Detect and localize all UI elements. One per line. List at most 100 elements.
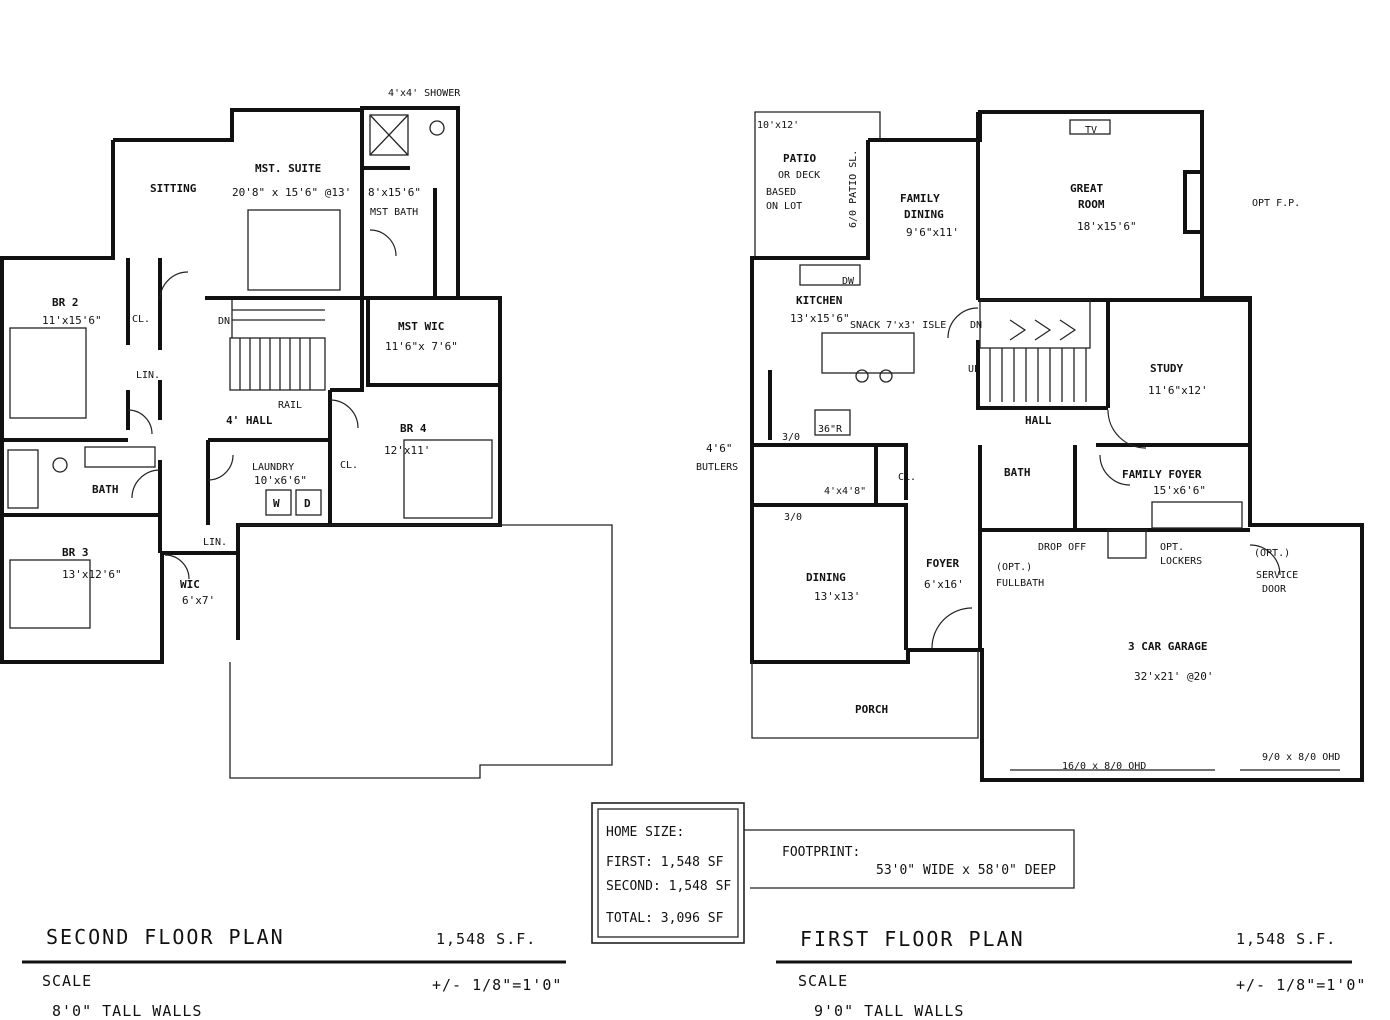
second-floor-walls-note: 8'0" TALL WALLS bbox=[52, 1002, 202, 1020]
garage-door-label: 9/0 x 8/0 OHD bbox=[1262, 752, 1340, 763]
patio-sub-label: OR DECK bbox=[778, 170, 820, 181]
down-label: DN bbox=[218, 316, 230, 327]
door-swing bbox=[127, 409, 153, 435]
drop-off-label: DROP OFF bbox=[1038, 542, 1086, 553]
family-foyer-label: FAMILY FOYER bbox=[1122, 468, 1202, 481]
dryer-label: D bbox=[304, 497, 311, 510]
footprint-label: FOOTPRINT: bbox=[782, 845, 860, 860]
bath-label: BATH bbox=[1004, 466, 1031, 479]
br3-bed bbox=[9, 559, 91, 629]
door-swing bbox=[329, 399, 359, 429]
first-floor-area: 1,548 S.F. bbox=[1236, 930, 1336, 948]
shower bbox=[369, 114, 409, 156]
br4-label: BR 4 bbox=[400, 422, 427, 435]
first-floor-exterior-wall bbox=[750, 110, 1364, 782]
drop-off-steps bbox=[1107, 529, 1147, 559]
snack-island bbox=[821, 332, 915, 374]
dining-dim: 13'x13' bbox=[814, 590, 860, 603]
home-size-total: TOTAL: 3,096 SF bbox=[606, 911, 724, 926]
sitting-label: SITTING bbox=[150, 182, 197, 195]
opt-lockers-label: OPT. bbox=[1160, 542, 1184, 553]
home-size-second: SECOND: 1,548 SF bbox=[606, 879, 731, 894]
shower-label: 4'x4' SHOWER bbox=[388, 88, 461, 99]
first-floor-outline-below bbox=[229, 524, 613, 779]
toilet bbox=[52, 457, 68, 473]
br2-label: BR 2 bbox=[52, 296, 79, 309]
up-label: UP bbox=[968, 364, 980, 375]
mst-bath-dim: 8'x15'6" bbox=[368, 186, 421, 199]
butlers-width: 4'6" bbox=[706, 442, 733, 455]
pantry-dim: 4'x4'8" bbox=[824, 486, 866, 497]
rail-label: RAIL bbox=[278, 400, 302, 411]
br3-dim: 13'x12'6" bbox=[62, 568, 122, 581]
garage-door-label: 16/0 x 8/0 OHD bbox=[1062, 761, 1146, 772]
bathtub bbox=[7, 449, 39, 509]
patio-outline bbox=[754, 111, 881, 258]
dryer bbox=[295, 489, 322, 516]
study-dim: 11'6"x12' bbox=[1148, 384, 1208, 397]
first-floor-stair bbox=[979, 299, 1091, 349]
butlers-label: BUTLERS bbox=[696, 462, 738, 473]
first-floor-walls-note: 9'0" TALL WALLS bbox=[814, 1002, 964, 1020]
service-door-label: SERVICE bbox=[1256, 570, 1298, 581]
door-swing bbox=[931, 607, 973, 649]
door-swing bbox=[1249, 544, 1281, 576]
porch-outline bbox=[751, 650, 979, 739]
linen-label: LIN. bbox=[203, 537, 227, 548]
first-floor-interior-wall bbox=[752, 443, 908, 500]
toilet bbox=[429, 120, 445, 136]
fireplace-label: OPT F.P. bbox=[1252, 198, 1300, 209]
hall-label: HALL bbox=[1025, 414, 1052, 427]
br2-dim: 11'x15'6" bbox=[42, 314, 102, 327]
laundry-label: LAUNDRY bbox=[252, 462, 294, 473]
stair-treads bbox=[989, 348, 1087, 402]
mst-suite-label: MST. SUITE bbox=[255, 162, 321, 175]
home-size-first: FIRST: 1,548 SF bbox=[606, 855, 724, 870]
second-floor-stair bbox=[229, 337, 326, 391]
first-floor-interior-wall bbox=[976, 340, 1108, 410]
range bbox=[814, 409, 851, 436]
lockers bbox=[1151, 501, 1243, 529]
door-size-label: 3/0 bbox=[782, 432, 800, 443]
snack-label: SNACK 7'x3' ISLE bbox=[850, 320, 946, 331]
first-floor-interior-wall bbox=[752, 503, 908, 650]
br2-closet-label: CL. bbox=[132, 314, 150, 325]
hall-label: 4' HALL bbox=[226, 414, 273, 427]
first-floor-plan: 10'x12' PATIO OR DECK BASED ON LOT 6/0 P… bbox=[696, 110, 1364, 782]
door-swing bbox=[159, 271, 189, 301]
opt-lockers-label-2: LOCKERS bbox=[1160, 556, 1202, 567]
second-floor-scale-label: SCALE bbox=[42, 972, 92, 990]
family-foyer-dim: 15'x6'6" bbox=[1153, 484, 1206, 497]
second-floor-title: SECOND FLOOR PLAN bbox=[46, 925, 285, 949]
mst-suite-dim: 20'8" x 15'6" @13' bbox=[232, 186, 351, 199]
kitchen-dim: 13'x15'6" bbox=[790, 312, 850, 325]
door-swing bbox=[131, 469, 161, 499]
opt-fullbath-label-2: FULLBATH bbox=[996, 578, 1044, 589]
bath-label: BATH bbox=[92, 483, 119, 496]
first-floor-title-block: FIRST FLOOR PLAN 1,548 S.F. SCALE +/- 1/… bbox=[776, 927, 1365, 1020]
great-room-label-2: ROOM bbox=[1078, 198, 1105, 211]
second-floor-plan: 4'x4' SHOWER SITTING MST. SUITE 20'8" x … bbox=[0, 88, 613, 779]
mst-wic-label: MST WIC bbox=[398, 320, 444, 333]
footprint-value: 53'0" WIDE x 58'0" DEEP bbox=[876, 863, 1056, 878]
mst-wic-dim: 11'6"x 7'6" bbox=[385, 340, 458, 353]
great-room-dim: 18'x15'6" bbox=[1077, 220, 1137, 233]
door-size-label: 3/0 bbox=[784, 512, 802, 523]
br4-closet-label: CL. bbox=[340, 460, 358, 471]
patio-sub-label-2: BASED bbox=[766, 187, 796, 198]
door-swing bbox=[369, 229, 397, 257]
service-door-label-2: DOOR bbox=[1262, 584, 1287, 595]
wic-label: WIC bbox=[180, 578, 200, 591]
wic-dim: 6'x7' bbox=[182, 594, 215, 607]
vanity bbox=[84, 446, 156, 468]
second-floor-interior-wall bbox=[366, 298, 500, 387]
mst-bath-label: MST BATH bbox=[370, 207, 418, 218]
garage-label: 3 CAR GARAGE bbox=[1128, 640, 1207, 653]
tv-label: TV bbox=[1085, 125, 1097, 136]
second-floor-area: 1,548 S.F. bbox=[436, 930, 536, 948]
br3-label: BR 3 bbox=[62, 546, 89, 559]
master-bed bbox=[247, 209, 341, 291]
family-dining-label-2: DINING bbox=[904, 208, 944, 221]
dishwasher-label: DW bbox=[842, 276, 855, 287]
